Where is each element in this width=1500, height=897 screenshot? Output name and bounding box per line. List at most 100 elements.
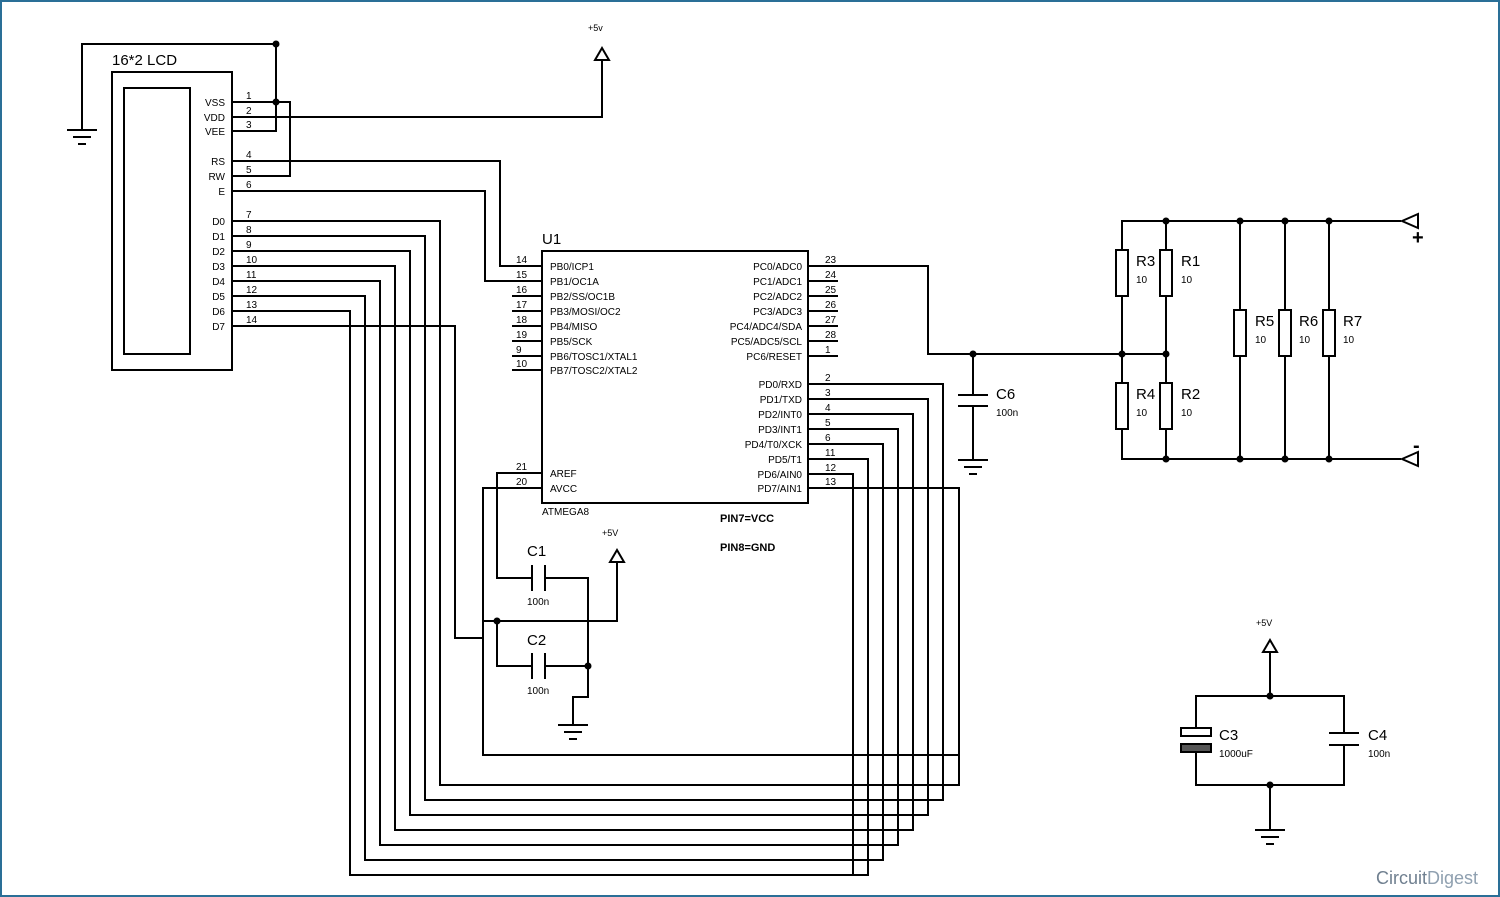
- mcu-left-pin-name: PB1/OC1A: [550, 277, 599, 288]
- power-label-right: +5V: [1256, 618, 1272, 628]
- c4-ref: C4: [1368, 727, 1387, 744]
- lcd-title: 16*2 LCD: [112, 52, 177, 69]
- lcd-pin-name: VSS: [205, 98, 225, 109]
- mcu-right-pin-name: PC6/RESET: [746, 352, 802, 363]
- lcd-module: 16*2 LCD VSS1VDD2VEE3RS4RW5E6D07D18D29D3…: [111, 52, 262, 371]
- r4-body: [1115, 382, 1129, 430]
- lcd-pin-name: D7: [212, 322, 225, 333]
- r6-ref: R6: [1299, 313, 1318, 330]
- c4-value: 100n: [1368, 749, 1390, 760]
- lcd-pin-name: RS: [211, 157, 225, 168]
- r7-value: 10: [1343, 335, 1355, 346]
- lcd-pin-name: VEE: [205, 127, 225, 138]
- adc-input: C6 100n: [837, 265, 1121, 475]
- c3-plate-negative: [1180, 743, 1212, 753]
- lcd-pin-number: 5: [246, 165, 252, 176]
- power-symbol-top: +5v: [588, 23, 611, 61]
- mcu-left-pin-name: PB0/ICP1: [550, 262, 594, 273]
- c3-ref: C3: [1219, 727, 1238, 744]
- lcd-pin-number: 13: [246, 300, 258, 311]
- brand-part2: Digest: [1427, 868, 1478, 888]
- c1-value: 100n: [527, 597, 549, 608]
- mcu-right-pin-name: PD4/T0/XCK: [745, 440, 803, 451]
- mcu-right-pin-name: PD6/AIN0: [758, 470, 803, 481]
- lcd-pin-name: D2: [212, 247, 225, 258]
- r6-value: 10: [1299, 335, 1311, 346]
- r6-body: [1278, 309, 1292, 357]
- lcd-pin-name: D1: [212, 232, 225, 243]
- mcu-right-pin-number: 25: [825, 285, 837, 296]
- mcu-left-pin-name: PB6/TOSC1/XTAL1: [550, 352, 638, 363]
- r7-body: [1322, 309, 1336, 357]
- r7-ref: R7: [1343, 313, 1362, 330]
- mcu-left-pin-number: 21: [516, 462, 528, 473]
- brand-part1: Circuit: [1376, 868, 1427, 888]
- c2-value: 100n: [527, 686, 549, 697]
- control-wiring: [261, 160, 513, 282]
- r2-ref: R2: [1181, 386, 1200, 403]
- lcd-pin-number: 11: [246, 270, 257, 281]
- resistor-network: + - R3 10 R1 10 R4 10 R2 10 R5 10 R6 10 …: [1115, 212, 1424, 468]
- lcd-pin-number: 14: [246, 315, 258, 326]
- mcu-right-pin-name: PC1/ADC1: [753, 277, 802, 288]
- c2-ref: C2: [527, 632, 546, 649]
- r1-value: 10: [1181, 275, 1193, 286]
- atmega8-chip: U1 ATMEGA8 PIN7=VCC PIN8=GND PB0/ICP114P…: [512, 231, 838, 554]
- lcd-pin-number: 12: [246, 285, 258, 296]
- terminal-plus: +: [1412, 227, 1424, 249]
- mcu-right-pin-number: 4: [825, 403, 831, 414]
- mcu-right-pin-name: PC5/ADC5/SCL: [731, 337, 803, 348]
- power-label-top: +5v: [588, 23, 603, 33]
- mcu-right-pins: PC0/ADC023PC1/ADC124PC2/ADC225PC3/ADC326…: [730, 255, 838, 495]
- mcu-right-pin-number: 28: [825, 330, 837, 341]
- mcu-left-pin-name: PB2/SS/OC1B: [550, 292, 615, 303]
- mcu-right-pin-name: PD1/TXD: [760, 395, 802, 406]
- mcu-left-pin-number: 19: [516, 330, 528, 341]
- mcu-right-pin-number: 6: [825, 433, 831, 444]
- mcu-right-pin-name: PD7/AIN1: [758, 484, 803, 495]
- mcu-ref: U1: [542, 231, 561, 248]
- lcd-pin-name: VDD: [204, 113, 225, 124]
- mcu-left-pin-number: 14: [516, 255, 528, 266]
- mcu-right-pin-name: PC2/ADC2: [753, 292, 802, 303]
- mcu-left-pin-number: 16: [516, 285, 528, 296]
- lcd-pin-number: 3: [246, 120, 252, 131]
- mcu-note-gnd: PIN8=GND: [720, 542, 775, 554]
- lcd-screen: [123, 87, 191, 355]
- lcd-pin-name: E: [218, 187, 225, 198]
- mcu-left-pin-name: PB5/SCK: [550, 337, 593, 348]
- mcu-right-pin-number: 26: [825, 300, 837, 311]
- lcd-pin-number: 6: [246, 180, 252, 191]
- r4-value: 10: [1136, 408, 1148, 419]
- c1-ref: C1: [527, 543, 546, 560]
- mcu-left-pin-name: AVCC: [550, 484, 577, 495]
- lcd-pin-number: 4: [246, 150, 252, 161]
- r4-ref: R4: [1136, 386, 1155, 403]
- mcu-left-pin-number: 10: [516, 359, 528, 370]
- mcu-part: ATMEGA8: [542, 507, 589, 518]
- lcd-pin-number: 8: [246, 225, 252, 236]
- r2-value: 10: [1181, 408, 1193, 419]
- lcd-pins: VSS1VDD2VEE3RS4RW5E6D07D18D29D310D411D51…: [204, 91, 262, 333]
- lcd-pin-name: D5: [212, 292, 225, 303]
- mcu-left-pins: PB0/ICP114PB1/OC1A15PB2/SS/OC1B16PB3/MOS…: [512, 255, 638, 495]
- r3-ref: R3: [1136, 253, 1155, 270]
- r3-value: 10: [1136, 275, 1148, 286]
- mcu-right-pin-number: 13: [825, 477, 837, 488]
- mcu-right-pin-number: 5: [825, 418, 831, 429]
- r1-ref: R1: [1181, 253, 1200, 270]
- mcu-right-pin-number: 11: [825, 448, 836, 459]
- lcd-pin-number: 1: [246, 91, 252, 102]
- mcu-left-pin-name: PB7/TOSC2/XTAL2: [550, 366, 638, 377]
- terminal-minus: -: [1413, 435, 1420, 457]
- r1-body: [1159, 249, 1173, 297]
- lcd-pin-name: D3: [212, 262, 225, 273]
- avcc-decoupling: +5V C1 100n C2 100n: [482, 472, 626, 740]
- c6-ref: C6: [996, 386, 1015, 403]
- mcu-right-pin-number: 12: [825, 463, 837, 474]
- lcd-power-wiring: [67, 40, 603, 177]
- r5-body: [1233, 309, 1247, 357]
- r5-ref: R5: [1255, 313, 1274, 330]
- r5-value: 10: [1255, 335, 1267, 346]
